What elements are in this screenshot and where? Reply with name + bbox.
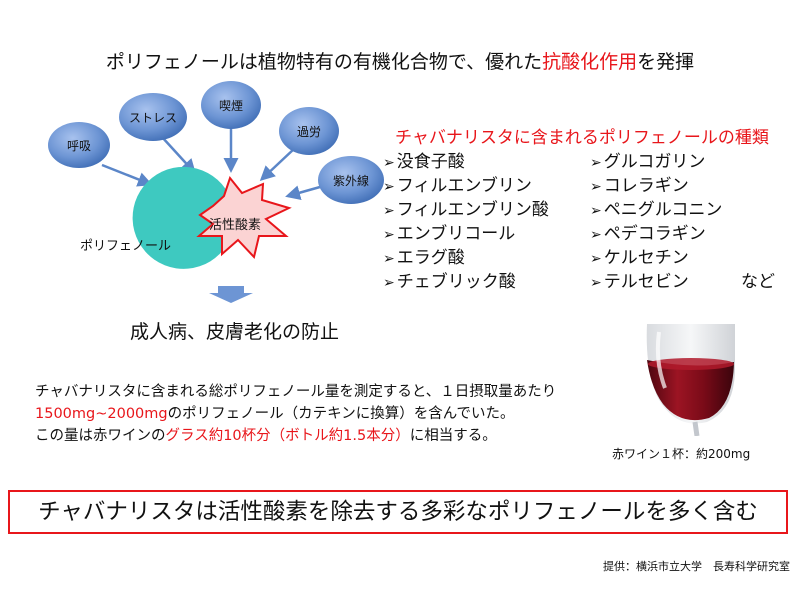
wine-glass-icon bbox=[646, 324, 735, 437]
reactive-oxygen-label: 活性酸素 bbox=[209, 218, 262, 233]
type-item: ➢エラグ酸 bbox=[383, 248, 465, 268]
factor-bubble-overwork: 過労 bbox=[279, 107, 339, 155]
type-item: ➢フィルエンブリン酸 bbox=[383, 200, 549, 220]
wine-glass-image bbox=[635, 318, 740, 437]
type-item: ➢コレラギン bbox=[590, 176, 689, 196]
factor-label: 過労 bbox=[297, 125, 321, 139]
type-item: ➢ペデコラギン bbox=[590, 224, 706, 244]
type-item: ➢エンブリコール bbox=[383, 224, 516, 244]
reactive-oxygen-burst bbox=[196, 175, 292, 260]
factor-label: ストレス bbox=[129, 111, 177, 125]
etc-label: など bbox=[741, 272, 775, 292]
wine-caption: 赤ワイン１杯：約200mg bbox=[612, 447, 751, 461]
type-item: ➢グルコガリン bbox=[590, 152, 706, 172]
polyphenol-shape bbox=[132, 166, 234, 269]
factor-arrows bbox=[101, 128, 321, 200]
factor-label: 呼吸 bbox=[67, 139, 91, 153]
measurement-paragraph: チャバナリスタに含まれる総ポリフェノール量を測定すると、１日摂取量あたり 150… bbox=[35, 381, 556, 447]
type-item: ➢フィルエンブリン bbox=[383, 176, 532, 196]
type-item: ➢ケルセチン bbox=[590, 248, 689, 268]
type-item: ➢チェブリック酸 bbox=[383, 272, 516, 292]
types-heading: チャバナリスタに含まれるポリフェノールの種類 bbox=[395, 128, 769, 148]
type-item: ➢テルセビン bbox=[590, 272, 689, 292]
factor-bubble-breathing: 呼吸 bbox=[48, 122, 110, 168]
arrow-overwork bbox=[259, 147, 296, 182]
factor-bubble-smoking: 喫煙 bbox=[201, 81, 261, 129]
measurement-line-2: 1500mg~2000mgのポリフェノール（カテキンに換算）を含んでいた。 bbox=[35, 406, 515, 422]
result-text: 成人病、皮膚老化の防止 bbox=[130, 321, 340, 343]
down-arrow bbox=[209, 286, 253, 303]
type-item: ➢ペニグルコニン bbox=[590, 200, 723, 220]
slide-title: ポリフェノールは植物特有の有機化合物で、優れた抗酸化作用を発揮 bbox=[0, 47, 800, 74]
title-prefix: ポリフェノールは植物特有の有機化合物で、優れた bbox=[105, 51, 543, 73]
polyphenol-label: ポリフェノール bbox=[80, 239, 172, 254]
title-highlight: 抗酸化作用 bbox=[542, 51, 638, 73]
factor-bubble-uv: 紫外線 bbox=[318, 156, 384, 204]
measurement-line-1: チャバナリスタに含まれる総ポリフェノール量を測定すると、１日摂取量あたり bbox=[35, 384, 557, 400]
title-suffix: を発揮 bbox=[637, 51, 695, 73]
measurement-line-3: この量は赤ワインのグラス約10杯分（ボトル約1.5本分）に相当する。 bbox=[35, 428, 497, 444]
arrow-breathing bbox=[101, 163, 153, 187]
conclusion-box: チャバナリスタは活性酸素を除去する多彩なポリフェノールを多く含む bbox=[8, 490, 788, 534]
arrow-stress bbox=[161, 136, 197, 175]
credit-text: 提供：横浜市立大学 長寿科学研究室 bbox=[603, 560, 790, 573]
factor-label: 喫煙 bbox=[219, 99, 243, 113]
type-item: ➢没食子酸 bbox=[383, 152, 465, 172]
arrow-uv bbox=[285, 185, 321, 200]
factor-label: 紫外線 bbox=[333, 173, 369, 188]
factor-bubble-stress: ストレス bbox=[119, 93, 187, 141]
